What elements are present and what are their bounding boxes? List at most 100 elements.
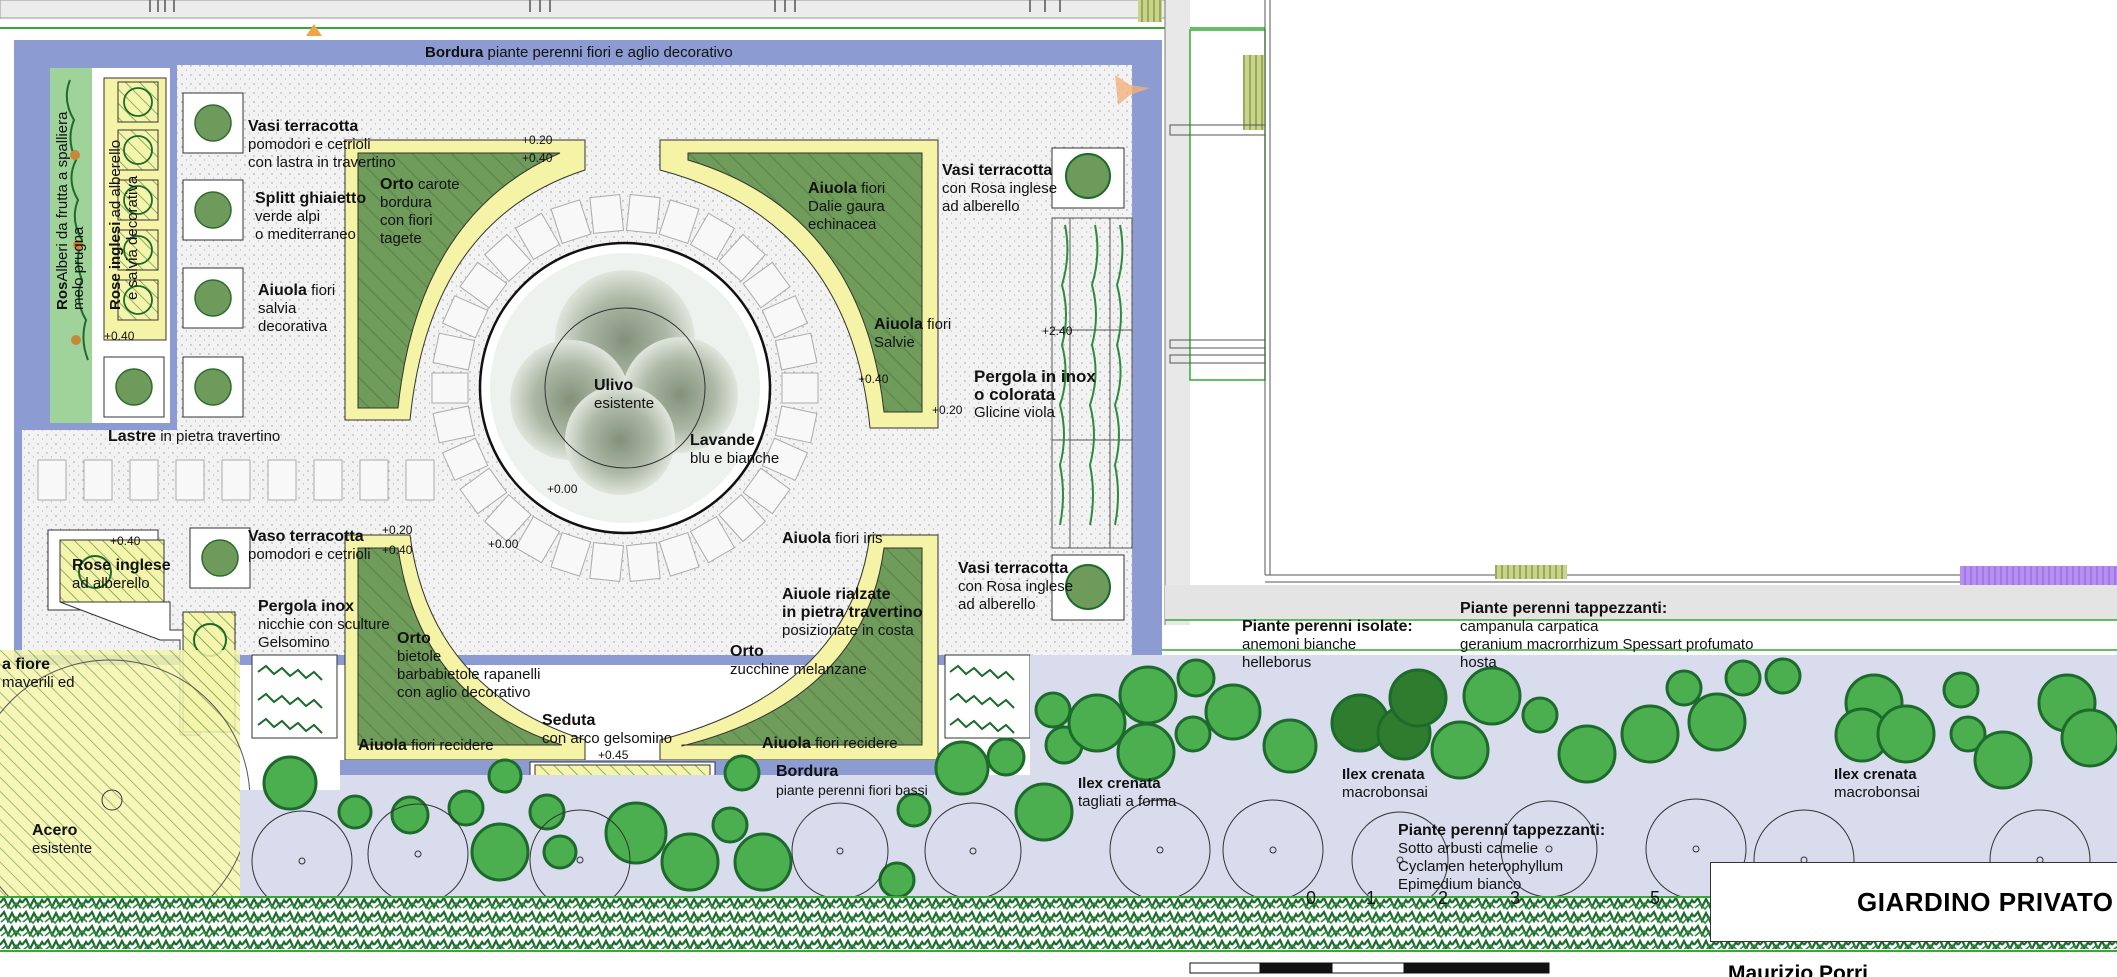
elevation-label: +0.20 bbox=[382, 523, 413, 537]
shrub-center bbox=[836, 847, 844, 855]
tree bbox=[1014, 782, 1074, 842]
label-orto-carote: Orto carote bordura con fiori tagete bbox=[380, 176, 460, 247]
paving-slab bbox=[432, 405, 476, 444]
label-aiuola-iris: Aiuola fiori iris bbox=[782, 530, 883, 547]
author-name: Maurizio Porri bbox=[1728, 962, 1869, 977]
label-alberi-spalliera: RosAlberi da frutta a spalliera bbox=[54, 111, 71, 310]
label-melo-prugna: melo prugna bbox=[70, 226, 87, 310]
tree bbox=[1204, 683, 1262, 741]
label-pergola-inox: Pergola in inox o colorata Glicine viola bbox=[974, 367, 1096, 422]
label-acero: Acero esistente bbox=[32, 822, 93, 857]
paving-slab bbox=[781, 372, 819, 404]
label-ilex-3: Ilex crenata macrobonsai bbox=[1834, 766, 1920, 801]
scale-number: 1 bbox=[1366, 888, 1377, 908]
tree bbox=[733, 832, 793, 892]
tree bbox=[1724, 659, 1762, 697]
tree bbox=[470, 822, 530, 882]
label-aiuola-recidere-1: Aiuola fiori recidere bbox=[358, 737, 494, 754]
tree bbox=[711, 806, 749, 844]
tree bbox=[487, 758, 523, 794]
tree bbox=[1067, 693, 1127, 753]
tree bbox=[934, 740, 990, 796]
scale-number: 0 bbox=[1306, 888, 1317, 908]
label-perenni-tappezzanti-1: Piante perenni tappezzanti: campanula ca… bbox=[1460, 600, 1754, 671]
elevation-label: +0.40 bbox=[522, 151, 553, 165]
tree bbox=[1521, 696, 1559, 734]
paving-ring bbox=[431, 193, 819, 583]
tree bbox=[1262, 718, 1318, 774]
tree bbox=[1942, 671, 1980, 709]
label-orto-bietole: Orto bietole barbabietole rapanelli con … bbox=[397, 630, 541, 701]
paving-slab bbox=[484, 233, 532, 283]
label-vasi-terracotta-1: Vasi terracotta pomodori e cetrioli con … bbox=[248, 118, 396, 171]
tree bbox=[1462, 666, 1522, 726]
label-lavande: Lavande blu e bianche bbox=[690, 432, 780, 467]
label-aiuola-salvie: Aiuola fiori Salvie bbox=[874, 316, 952, 351]
label-ilex-2: Ilex crenata macrobonsai bbox=[1342, 766, 1428, 801]
label-seduta: Seduta con arco gelsomino bbox=[542, 712, 673, 747]
label-vasi-rosa-1: Vasi terracotta con Rosa inglese ad albe… bbox=[942, 162, 1058, 215]
tree bbox=[1034, 691, 1072, 729]
label-lastre: Lastre in pietra travertino bbox=[108, 428, 281, 445]
tree bbox=[1118, 665, 1178, 725]
elevation-label: +2.40 bbox=[1042, 324, 1073, 338]
paving-slab bbox=[774, 332, 818, 371]
tree bbox=[723, 754, 761, 792]
label-aiuola-recidere-2: Aiuola fiori recidere bbox=[762, 735, 898, 752]
label-aiuola-salvia: Aiuola fiori salvia decorativa bbox=[258, 282, 336, 335]
shrub-center bbox=[1396, 856, 1404, 864]
tree bbox=[1116, 722, 1176, 782]
tree bbox=[1764, 657, 1802, 695]
label-perenni-isolate: Piante perenni isolate: anemoni bianche … bbox=[1242, 618, 1413, 671]
paving-slab bbox=[718, 493, 766, 543]
tree bbox=[528, 793, 566, 831]
tree-layer bbox=[251, 657, 2117, 912]
paving-slab bbox=[625, 193, 661, 235]
paving-slab bbox=[441, 437, 489, 481]
elevation-label: +0.40 bbox=[382, 543, 413, 557]
paving-slab bbox=[459, 467, 508, 515]
label-rose-inglesi-vert: Rose inglesi ad alberello bbox=[107, 139, 124, 310]
elevation-label: +0.20 bbox=[932, 403, 963, 417]
scale-number: 2 bbox=[1438, 888, 1449, 908]
paving-slab bbox=[459, 261, 508, 309]
paving-slab bbox=[432, 332, 476, 371]
shrub-center bbox=[1269, 846, 1277, 854]
tree bbox=[604, 801, 668, 865]
paving-slab bbox=[689, 212, 736, 261]
scale-number: 5 bbox=[1650, 888, 1661, 908]
tree bbox=[1665, 669, 1703, 707]
tree bbox=[2060, 708, 2117, 768]
scale-number: 3 bbox=[1510, 888, 1521, 908]
paving-slab bbox=[550, 199, 592, 244]
shrub-center bbox=[298, 857, 306, 865]
paving-slab bbox=[718, 233, 766, 283]
elevation-label: +0.40 bbox=[110, 534, 141, 548]
label-bordura-bottom: Bordura piante perenni fiori bassi bbox=[776, 763, 928, 798]
tree bbox=[896, 792, 932, 828]
tree bbox=[1388, 668, 1448, 728]
label-vasi-rosa-2: Vasi terracotta con Rosa inglese ad albe… bbox=[958, 560, 1074, 613]
paving-slab bbox=[589, 193, 625, 235]
tree bbox=[1973, 730, 2033, 790]
shrub-center bbox=[1545, 845, 1553, 853]
tree bbox=[986, 737, 1026, 777]
paving-slab bbox=[514, 515, 561, 564]
paving-slab bbox=[761, 437, 809, 481]
shrub-center bbox=[1156, 846, 1164, 854]
paving-slab bbox=[514, 212, 561, 261]
label-vaso-2: Vaso terracotta pomodori e cetrioli bbox=[248, 528, 371, 563]
paving-slab bbox=[658, 532, 700, 577]
elevation-label: +0.40 bbox=[858, 372, 889, 386]
elevation-label: +0.00 bbox=[547, 482, 578, 496]
shrub-center bbox=[969, 847, 977, 855]
label-aiuole-rialzate: Aiuole rialzate in pietra travertino pos… bbox=[782, 586, 923, 639]
shrub-center bbox=[1692, 845, 1700, 853]
drawing-title: GIARDINO PRIVATO bbox=[1857, 887, 2114, 917]
paving-slab bbox=[625, 541, 661, 583]
label-perenni-tappezzanti-2: Piante perenni tappezzanti: Sotto arbust… bbox=[1398, 822, 1606, 893]
paving-slab bbox=[484, 493, 532, 543]
tree bbox=[390, 795, 430, 835]
label-orto-zucchine: Orto zucchine melanzane bbox=[730, 643, 867, 678]
paving-slab bbox=[658, 199, 700, 244]
